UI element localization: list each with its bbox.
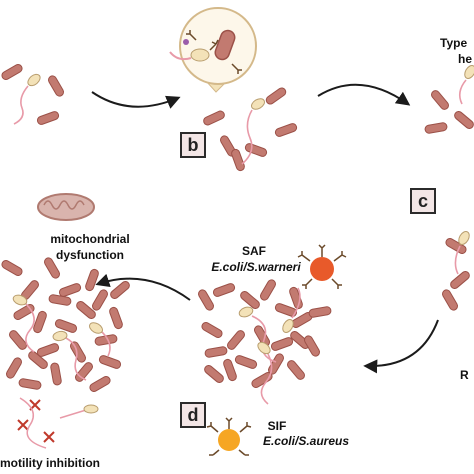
- bacterium-10: [424, 122, 448, 134]
- mitochondrion-icon: [37, 193, 95, 221]
- bacterium-14: [442, 289, 458, 311]
- saf-species: E.coli/S.warneri: [211, 260, 301, 274]
- inhibited-sperm-head: [59, 404, 99, 419]
- bacterium-2: [48, 75, 64, 97]
- sperm-cell-4: [12, 294, 35, 353]
- bacterium-41: [240, 291, 260, 309]
- inhibited-sperm-tail: [19, 397, 47, 449]
- bacterium-59: [304, 335, 320, 357]
- sperm-cell-8: [257, 341, 273, 405]
- bacterium-46: [201, 322, 223, 338]
- bacterium-3: [203, 110, 225, 126]
- bacterium-35: [50, 362, 62, 386]
- sperm-layer: [12, 65, 474, 405]
- panel-c-label: c: [410, 188, 436, 214]
- sperm-cell-0: [13, 73, 41, 125]
- bacterium-51: [204, 346, 228, 358]
- bacterium-37: [18, 378, 42, 390]
- bacterium-19: [76, 301, 96, 319]
- panel-b-label: b: [180, 132, 206, 158]
- arrow-right-to-d: [363, 319, 439, 374]
- sperm-cell-2: [458, 65, 474, 105]
- bacterium-58: [308, 306, 332, 318]
- sif-factor-icon: [206, 417, 252, 456]
- bacterium-8: [244, 143, 268, 157]
- bacterium-57: [204, 365, 224, 383]
- sif-species: E.coli/S.aureus: [262, 434, 350, 448]
- bacterium-12: [445, 238, 467, 254]
- bacterium-39: [198, 289, 214, 311]
- bacterium-22: [33, 310, 47, 334]
- r-partial-label: R: [460, 368, 469, 382]
- bacterium-55: [223, 358, 237, 382]
- bacterium-31: [28, 351, 48, 369]
- bacterium-27: [109, 306, 123, 330]
- bacterium-13: [450, 271, 470, 289]
- dysfunction-label: dysfunction: [56, 248, 124, 262]
- sperm-cell-1: [241, 98, 265, 165]
- bacterium-15: [1, 260, 23, 276]
- sperm-cell-7: [238, 306, 277, 363]
- bacterium-23: [9, 330, 27, 350]
- bacterium-34: [6, 357, 22, 379]
- bacterium-0: [1, 64, 23, 80]
- bacterium-9: [431, 90, 449, 110]
- bacterium-38: [110, 281, 130, 299]
- sperm-cell-3: [454, 231, 470, 275]
- bacterium-24: [36, 343, 60, 357]
- saf-factor-icon: [297, 244, 347, 289]
- bacterium-18: [58, 283, 82, 297]
- bacterium-5: [231, 148, 245, 172]
- bacterium-7: [274, 123, 298, 137]
- bacterium-45: [289, 286, 303, 310]
- sperm-cell-6: [89, 322, 111, 357]
- arrow-a-to-b: [91, 91, 181, 109]
- bacterium-30: [85, 268, 99, 292]
- bacterium-20: [92, 289, 108, 311]
- bacterium-43: [274, 303, 298, 317]
- bacterium-40: [212, 283, 236, 297]
- arrow-b-to-c: [317, 83, 411, 106]
- arrow-d-to-left: [95, 273, 191, 301]
- bacterium-36: [89, 376, 111, 392]
- bacterium-25: [70, 341, 86, 363]
- sperm-cell-5: [52, 330, 87, 381]
- magnifier-callout: [169, 7, 257, 93]
- type-partial-label-1: Type: [440, 36, 468, 50]
- bacterium-49: [270, 337, 294, 351]
- bacterium-52: [234, 355, 258, 369]
- sperm-cell-9: [282, 287, 301, 333]
- panel-d-label: d: [180, 402, 206, 428]
- bacterium-17: [44, 257, 61, 279]
- bacterium-11: [454, 111, 474, 129]
- inhibition-x-marks: [17, 399, 55, 443]
- bacterium-1: [36, 111, 60, 125]
- sif-title: SIF: [267, 419, 287, 433]
- bacterium-6: [265, 87, 287, 105]
- bacterium-42: [260, 279, 276, 301]
- mitochondrial-label: mitochondrial: [50, 232, 130, 246]
- bacterium-29: [48, 294, 72, 306]
- motility-inhibition-label: motility inhibition: [0, 456, 100, 470]
- bacteria-layer: [1, 64, 474, 392]
- bacterium-47: [227, 330, 245, 350]
- bacterium-33: [98, 355, 122, 369]
- saf-title: SAF: [242, 244, 266, 258]
- bacterium-54: [287, 360, 305, 380]
- type-partial-label-2: he: [458, 52, 473, 66]
- bacterium-21: [54, 319, 78, 333]
